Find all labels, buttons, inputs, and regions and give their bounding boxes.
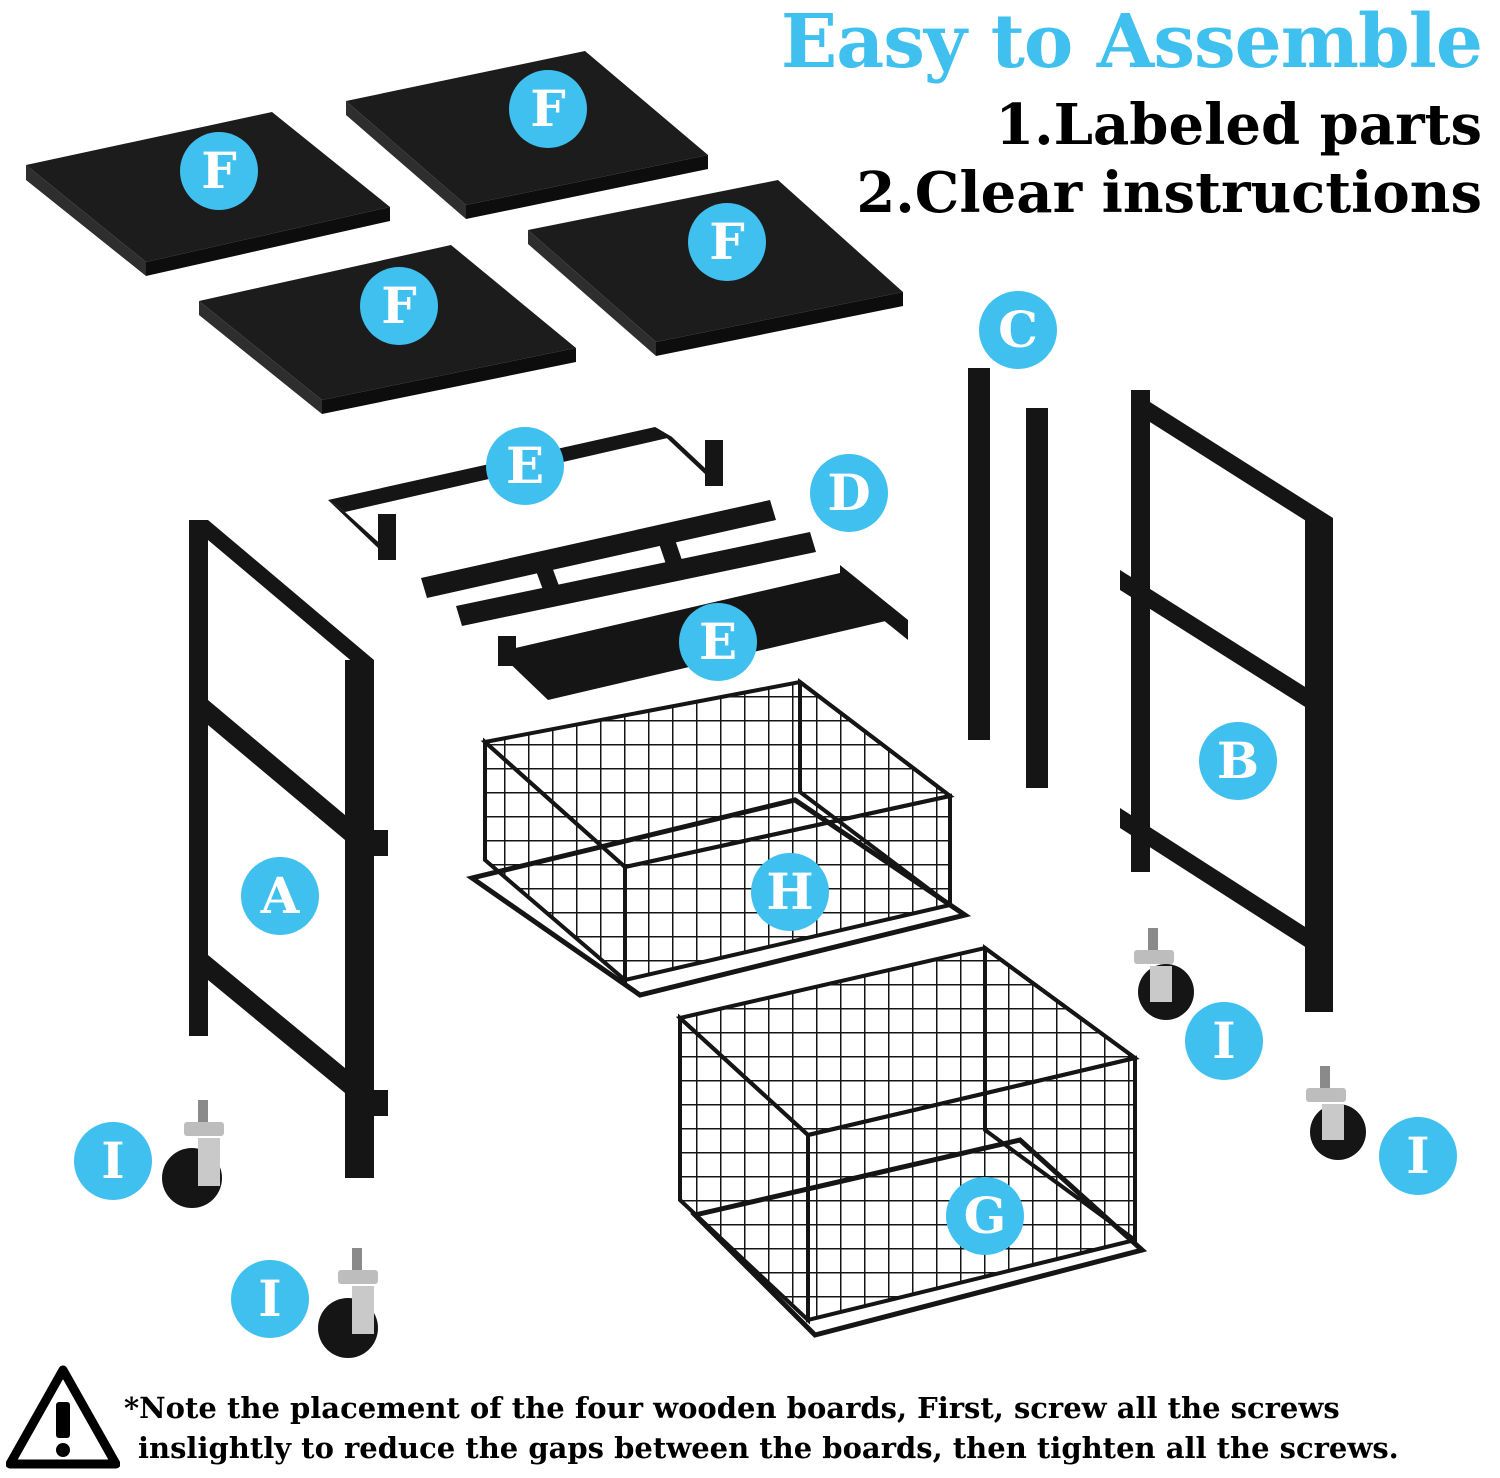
- wire-basket-g: [675, 944, 1148, 1338]
- badge-h: H: [751, 853, 829, 931]
- note-line-1: *Note the placement of the four wooden b…: [124, 1391, 1340, 1425]
- page-title: Easy to Assemble: [780, 0, 1483, 85]
- badge-i-2: I: [231, 1260, 309, 1338]
- badge-e-bottom: E: [679, 603, 757, 681]
- side-frame-a: [189, 520, 388, 1178]
- caster-wheel-2: [318, 1248, 378, 1358]
- badge-e-top: E: [486, 427, 564, 505]
- badge-f-2: F: [509, 70, 587, 148]
- support-legs-c: [968, 368, 1048, 788]
- badge-i-4: I: [1379, 1117, 1457, 1195]
- badge-f-3: F: [688, 203, 766, 281]
- badge-d: D: [810, 454, 888, 532]
- note-line-2: inslightly to reduce the gaps between th…: [138, 1431, 1399, 1465]
- caster-wheel-4: [1306, 1066, 1366, 1160]
- badge-g: G: [946, 1177, 1024, 1255]
- badge-a: A: [241, 857, 319, 935]
- caster-wheel-1: [162, 1100, 224, 1208]
- caster-wheel-3: [1134, 928, 1194, 1020]
- badge-c: C: [979, 291, 1057, 369]
- rail-d: [421, 500, 816, 626]
- badge-f-1: F: [180, 132, 258, 210]
- feature-clear-instructions: 2.Clear instructions: [856, 160, 1482, 226]
- warning-icon: [6, 1365, 120, 1469]
- assembly-note: *Note the placement of the four wooden b…: [124, 1388, 1494, 1468]
- wire-basket-h: [466, 677, 972, 998]
- side-frame-b: [1120, 390, 1333, 1012]
- feature-labeled-parts: 1.Labeled parts: [995, 92, 1482, 158]
- badge-i-1: I: [74, 1122, 152, 1200]
- badge-f-4: F: [360, 267, 438, 345]
- badge-b: B: [1199, 722, 1277, 800]
- badge-i-3: I: [1185, 1002, 1263, 1080]
